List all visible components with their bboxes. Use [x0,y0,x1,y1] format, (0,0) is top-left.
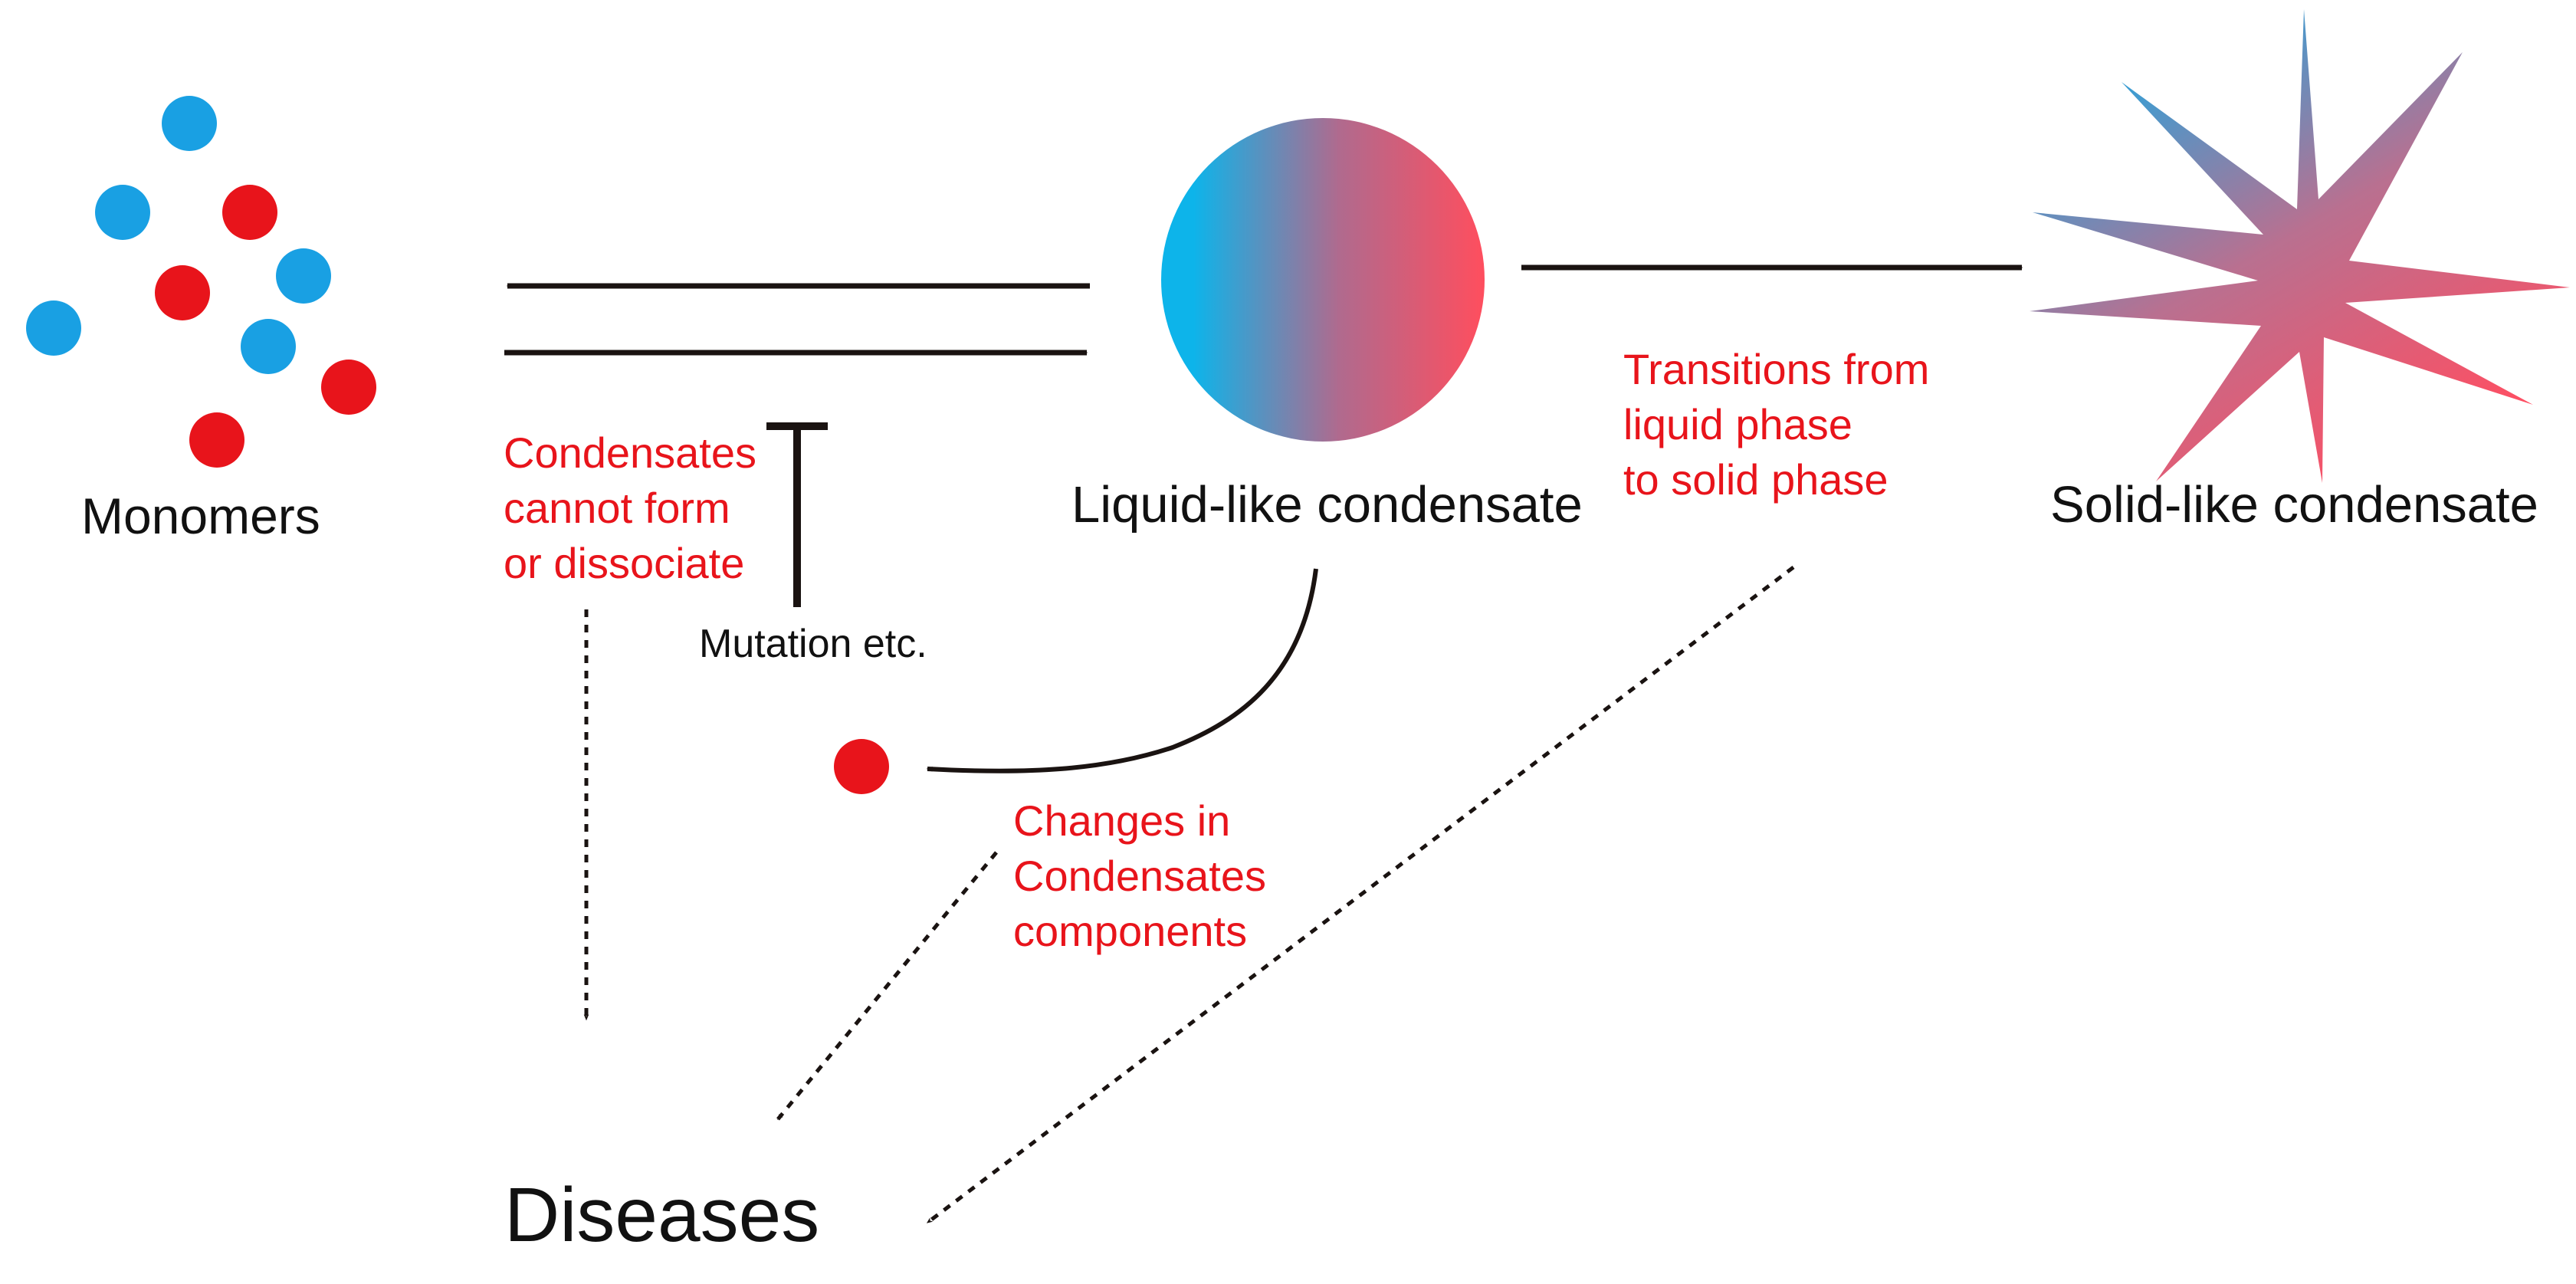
monomer-dot [276,248,331,304]
annotation-line: components [1013,907,1248,955]
annotation-line: to solid phase [1623,455,1889,504]
monomer-dot [189,412,244,468]
dotted-arrow-transitions [926,566,1795,1224]
monomer-dot [155,265,210,320]
monomer-cluster [26,96,376,468]
annotation-line: or dissociate [504,539,745,587]
liquid-condensate-label: Liquid-like condensate [1071,476,1583,534]
monomer-dot [26,300,81,356]
dotted-arrow-components [776,851,998,1121]
annotation-line: Condensates [1013,852,1267,900]
component-dot [834,739,889,794]
monomer-dot [241,319,296,374]
solid-condensate-star [2030,9,2570,483]
monomers-label: Monomers [81,488,320,544]
annotation-line: Changes in [1013,796,1231,845]
annotation-line: liquid phase [1623,400,1852,448]
component-change-arrow [926,568,1318,773]
annotation-line: cannot form [504,484,730,532]
annotation-line: Condensates [504,429,757,477]
inhibition-symbol [766,422,828,607]
annotation-transitions: Transitions from liquid phase to solid p… [1623,342,1929,507]
monomer-dot [95,185,150,240]
monomer-dot [321,360,376,415]
diseases-label: Diseases [504,1172,820,1258]
mutation-label: Mutation etc. [699,622,927,666]
annotation-line: Transitions from [1623,345,1930,393]
annotation-components: Changes in Condensates components [1013,793,1266,959]
monomer-dot [222,185,277,240]
monomer-dot [162,96,217,151]
solid-condensate-label: Solid-like condensate [2050,476,2538,534]
annotation-cannot-form: Condensates cannot form or dissociate [504,425,756,591]
liquid-condensate-sphere [1161,118,1485,442]
